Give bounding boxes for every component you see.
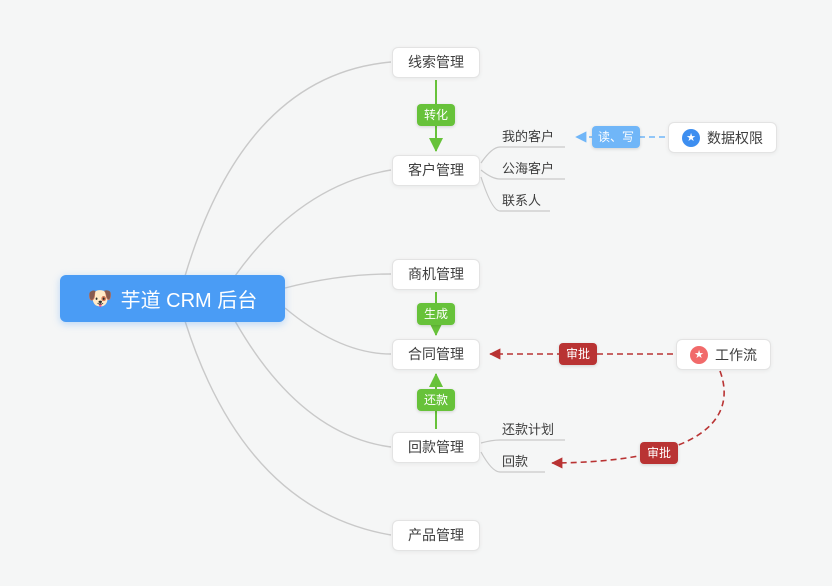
node-contract-management[interactable]: 合同管理 [392, 339, 480, 370]
badge-convert[interactable]: 转化 [417, 104, 455, 126]
node-product-management[interactable]: 产品管理 [392, 520, 480, 551]
badge-repay[interactable]: 还款 [417, 389, 455, 411]
sub-label-public-customers[interactable]: 公海客户 [502, 161, 555, 176]
edge-root-business [284, 273, 392, 289]
badge-approve-receivable[interactable]: 审批 [640, 442, 678, 464]
sub-label-my-customers[interactable]: 我的客户 [502, 129, 555, 144]
badge-read-write[interactable]: 读、写 [592, 126, 640, 148]
root-node-crm-backend[interactable]: 🐶 芋道 CRM 后台 [60, 275, 285, 322]
edge-root-customer [234, 169, 392, 277]
node-data-permission[interactable]: 数据权限 [668, 122, 777, 153]
edge-receivable-plan [480, 439, 565, 444]
data-permission-label: 数据权限 [707, 129, 763, 146]
badge-generate[interactable]: 生成 [417, 303, 455, 325]
node-workflow[interactable]: 工作流 [676, 339, 771, 370]
root-node-label: 芋道 CRM 后台 [120, 290, 258, 312]
arrow-approve-payment [551, 370, 725, 469]
edge-root-receivable [234, 320, 392, 448]
node-lead-management[interactable]: 线索管理 [392, 47, 480, 78]
star-icon [690, 345, 708, 364]
badge-approve-contract[interactable]: 审批 [559, 343, 597, 365]
star-icon [682, 128, 700, 147]
node-receivable-management[interactable]: 回款管理 [392, 432, 480, 463]
edge-root-product [184, 320, 392, 536]
node-business-management[interactable]: 商机管理 [392, 259, 480, 290]
edge-root-contract [284, 307, 392, 355]
workflow-label: 工作流 [715, 346, 757, 363]
sub-label-contacts[interactable]: 联系人 [502, 193, 542, 208]
sub-label-repayment-plan[interactable]: 还款计划 [502, 422, 555, 437]
sub-label-payment[interactable]: 回款 [502, 454, 529, 469]
node-customer-management[interactable]: 客户管理 [392, 155, 480, 186]
dog-emoji-icon: 🐶 [87, 287, 113, 310]
edge-root-lead [184, 61, 392, 277]
